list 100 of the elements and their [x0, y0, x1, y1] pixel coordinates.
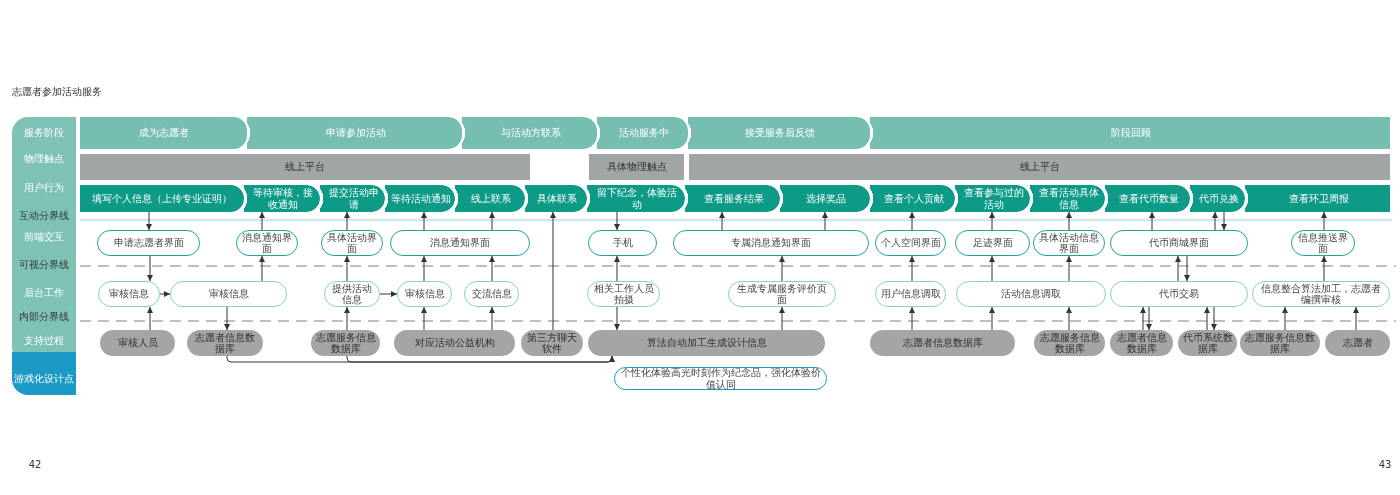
frontend-box: 具体活动信息界面	[1033, 230, 1105, 256]
arrow	[224, 306, 230, 331]
arrow	[989, 255, 995, 282]
user-action-band: 查看服务结果	[685, 185, 780, 212]
arrow	[822, 211, 828, 231]
support-pill: 第三方聊天软件	[521, 330, 583, 356]
arrow	[421, 255, 427, 282]
user-action-band: 等待活动通知	[385, 185, 455, 212]
frontend-box: 信息推送界面	[1291, 230, 1355, 256]
stage-band: 接受服务后反馈	[688, 117, 870, 149]
frontend-box: 消息通知界面	[390, 230, 530, 256]
arrow	[1321, 255, 1327, 282]
support-pill: 志愿者	[1325, 330, 1390, 356]
arrow	[614, 211, 620, 231]
user-action-band: 查看代币数量	[1105, 185, 1190, 212]
arrow	[1211, 306, 1217, 331]
support-pill: 志愿者信息数据库	[1110, 330, 1173, 356]
lane-label: 物理触点	[23, 152, 65, 166]
arrow	[550, 211, 556, 331]
arrow	[421, 306, 427, 331]
frontend-box: 专属消息通知界面	[673, 230, 869, 256]
stage-band: 活动服务中	[597, 117, 688, 149]
lane-label: 可视分界线	[18, 258, 70, 272]
arrow	[147, 306, 153, 331]
user-action-band: 查看活动具体信息	[1030, 185, 1105, 212]
touchpoint-bar: 线上平台	[80, 154, 530, 180]
lane-label: 游戏化设计点	[13, 372, 75, 386]
arrow	[614, 306, 620, 331]
user-action-band: 留下纪念，体验活动	[587, 185, 685, 212]
arrow	[719, 211, 725, 231]
user-action-band: 查看个人贡献	[870, 185, 955, 212]
backend-box: 交流信息	[464, 281, 519, 307]
support-pill: 志愿服务信息数据库	[311, 330, 380, 356]
arrow	[909, 255, 915, 282]
arrow	[614, 255, 620, 282]
arrow	[1146, 306, 1152, 331]
frontend-box: 申请志愿者界面	[97, 230, 200, 256]
arrow	[989, 306, 995, 331]
backend-box: 活动信息调取	[956, 281, 1106, 307]
arrow	[159, 291, 171, 297]
lane-label: 后台工作	[23, 286, 65, 300]
lane-label: 服务阶段	[23, 126, 65, 140]
user-action-band: 提交活动申请	[320, 185, 385, 212]
arrow	[779, 255, 785, 282]
lane-label: 支持过程	[23, 334, 65, 348]
arrow	[779, 306, 785, 331]
arrow	[1221, 211, 1227, 231]
user-action-band: 线上联系	[455, 185, 525, 212]
design-point-box: 个性化体验高光时刻作为纪念品，强化体验价值认同	[614, 367, 827, 390]
arrow	[344, 211, 350, 231]
support-pill: 志愿者信息数据库	[187, 330, 263, 356]
arrow	[344, 255, 350, 282]
touchpoint-bar: 具体物理触点	[589, 154, 684, 180]
lane-label: 内部分界线	[18, 310, 70, 324]
frontend-box: 手机	[588, 230, 657, 256]
arrow	[1140, 306, 1146, 331]
stage-band: 申请参加活动	[247, 117, 462, 149]
backend-box: 提供活动信息	[324, 281, 380, 307]
arrow	[489, 211, 495, 231]
arrow	[909, 306, 915, 331]
arrow	[1204, 306, 1210, 331]
user-action-band: 代币兑换	[1190, 185, 1245, 212]
lane-label: 互动分界线	[18, 209, 70, 223]
diagram-title: 志愿者参加活动服务	[12, 85, 102, 99]
support-pill: 算法自动加工生成设计信息	[588, 330, 825, 356]
arrow	[1066, 211, 1072, 231]
support-pill: 志愿服务信息数据库	[1034, 330, 1105, 356]
lane-label: 用户行为	[23, 181, 65, 195]
arrow	[489, 255, 495, 282]
arrow	[489, 306, 495, 331]
touchpoint-bar: 线上平台	[689, 154, 1390, 180]
user-action-band: 查看参与过的活动	[955, 185, 1030, 212]
frontend-box: 个人空间界面	[875, 230, 946, 256]
page-number: 43	[1377, 458, 1393, 472]
backend-box: 代币交易	[1110, 281, 1248, 307]
lane-label: 前端交互	[23, 230, 65, 244]
frontend-box: 代币商城界面	[1110, 230, 1248, 256]
backend-box: 审核信息	[170, 281, 287, 307]
support-pill: 审核人员	[100, 330, 175, 356]
support-pill: 志愿者信息数据库	[870, 330, 1015, 356]
arrow	[146, 211, 152, 231]
user-action-band: 填写个人信息（上传专业证明）	[80, 185, 244, 212]
arrow	[1184, 255, 1190, 282]
stage-band: 阶段回顾	[870, 117, 1390, 149]
frontend-box: 消息通知界面	[236, 230, 298, 256]
arrow	[1212, 211, 1218, 231]
arrow	[1321, 211, 1327, 231]
user-action-band: 等待审核，接收通知	[244, 185, 320, 212]
support-pill: 代币系统数据库	[1178, 330, 1237, 356]
user-action-band: 选择奖品	[780, 185, 870, 212]
arrow	[147, 255, 153, 282]
arrow	[421, 211, 427, 231]
user-action-band: 查看环卫周报	[1245, 185, 1390, 212]
arrow	[1066, 255, 1072, 282]
user-action-band: 具体联系	[525, 185, 587, 212]
backend-box: 相关工作人员拍摄	[587, 281, 660, 307]
backend-box: 生成专属服务评价页面	[728, 281, 836, 307]
backend-box: 用户信息调取	[875, 281, 946, 307]
arrow	[1282, 306, 1288, 331]
arrow	[1066, 306, 1072, 331]
